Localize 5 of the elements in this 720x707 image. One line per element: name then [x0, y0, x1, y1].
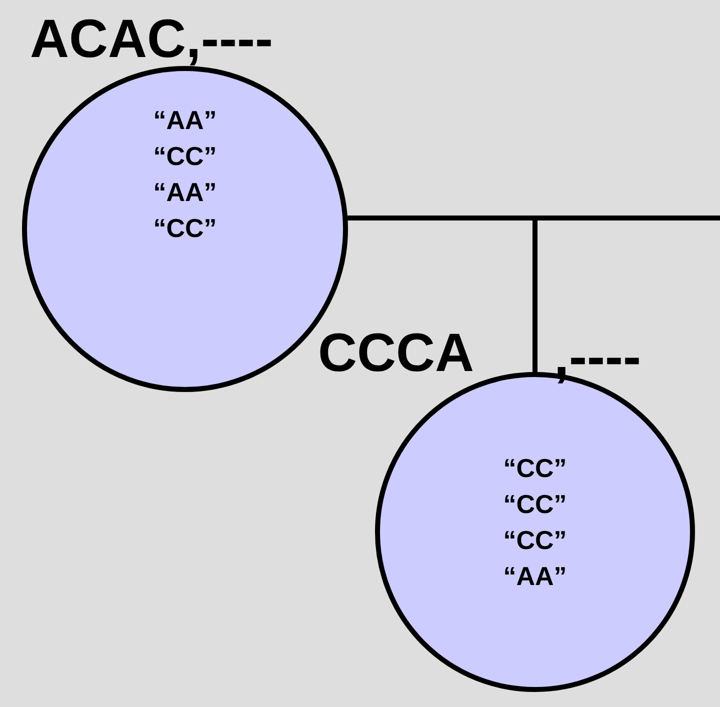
node-text: “CC” “CC” “CC” “AA”	[503, 452, 567, 593]
node-text: “AA” “CC” “AA” “CC”	[153, 104, 217, 245]
node-heading: CCCA	[318, 326, 474, 380]
node-heading: ACAC,----	[30, 12, 273, 66]
node-heading: ,----	[554, 330, 641, 384]
